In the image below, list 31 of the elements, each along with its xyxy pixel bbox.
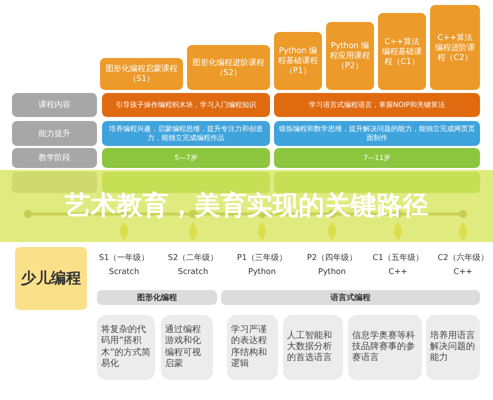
- category-bar: 图形化编程: [97, 290, 217, 305]
- grade-label: S2（二年级）: [166, 252, 220, 263]
- description-card: 信息学奥赛等科技品牌赛事的参赛语言: [348, 315, 422, 380]
- grade-label: C2（六年级）: [436, 252, 490, 263]
- course-step-box: C++算法编程基础课程（C1）: [378, 13, 426, 90]
- grade-label: P1（三年级）: [236, 252, 288, 263]
- row-header-box: 能力提升: [12, 121, 97, 146]
- description-card: 人工智能和大数据分析的首选语言: [283, 315, 343, 380]
- course-step-box: C++算法编程进阶课程（C2）: [430, 5, 480, 90]
- language-label: Python: [317, 267, 347, 276]
- row-header-box: 课程内容: [12, 93, 97, 117]
- description-card: 通过编程游戏和化编程可视启蒙: [161, 315, 213, 380]
- course-step-box: Python 编程基础课程（P1）: [274, 32, 322, 90]
- course-step-box: 图形化编程进阶课程（S2）: [187, 45, 270, 90]
- category-box: 少儿编程: [15, 247, 87, 310]
- course-step-box: Python 编程应用课程（P2）: [326, 22, 374, 90]
- description-card: 培养用语言解决问题的能力: [426, 315, 480, 380]
- language-label: C++: [388, 267, 408, 276]
- grade-label: C1（五年级）: [372, 252, 424, 263]
- description-card: 将复杂的代码用“搭积木”的方式简易化: [97, 315, 155, 380]
- course-step-box: 图形化编程启蒙课程（S1）: [100, 58, 183, 90]
- language-label: Scratch: [108, 267, 140, 276]
- language-label: Scratch: [176, 267, 210, 276]
- language-label: C++: [452, 267, 474, 276]
- title: 艺术教育，美育实现的关键路径: [64, 190, 430, 222]
- grade-label: S1（一年级）: [98, 252, 150, 263]
- language-label: Python: [247, 267, 277, 276]
- description-card: 学习严谨的表达程序结构和逻辑: [227, 315, 278, 380]
- grade-label: P2（四年级）: [306, 252, 358, 263]
- row-header-box: 教学阶段: [12, 148, 97, 168]
- category-bar: 语言式编程: [221, 290, 480, 305]
